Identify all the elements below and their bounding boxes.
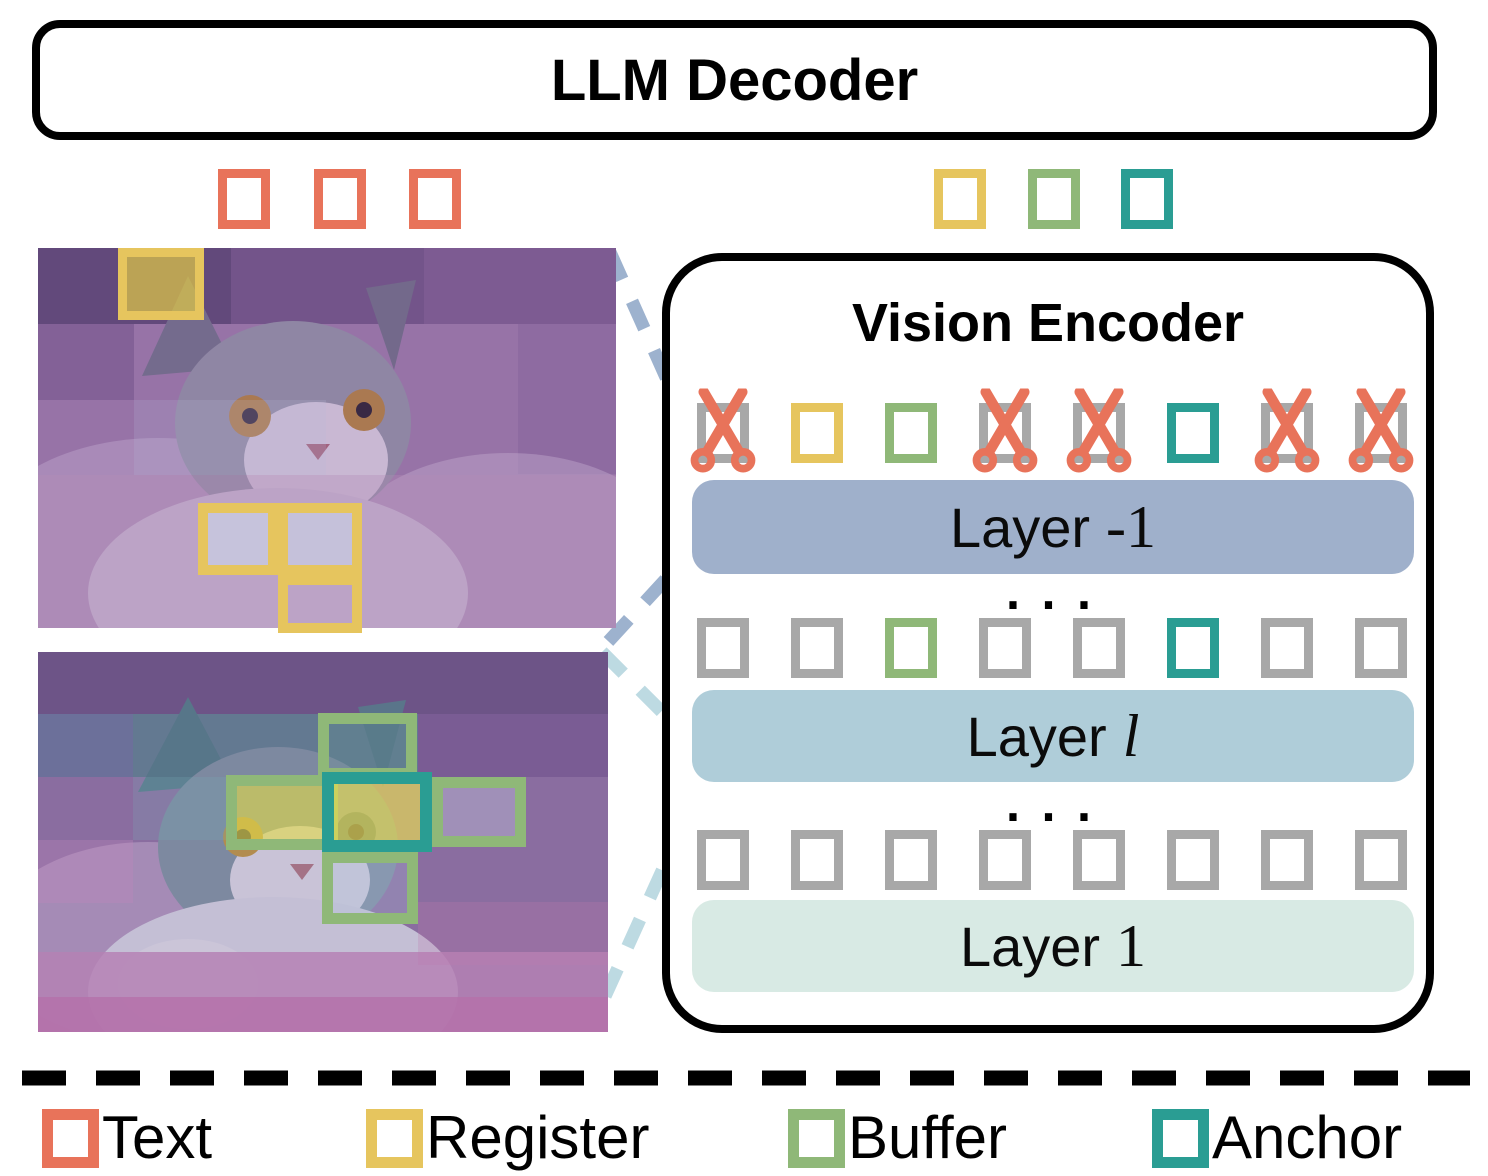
- register-box: [278, 575, 362, 633]
- layer-bar-minus-1: Layer -1: [692, 480, 1414, 574]
- patch-token: [1261, 618, 1313, 678]
- buffer-token-swatch: [788, 1108, 845, 1168]
- patch-token: [791, 618, 843, 678]
- ve-token-row-middle-layer: [697, 616, 1407, 680]
- layer-label: Layer: [949, 495, 1091, 559]
- anchor-token: [1167, 403, 1219, 463]
- buffer-token: [1027, 169, 1080, 229]
- patch-token: [1167, 830, 1219, 890]
- patch-token: [979, 618, 1031, 678]
- text-token: [313, 169, 366, 229]
- register-highlight-box: [118, 248, 204, 320]
- anchor-token: [1121, 169, 1173, 229]
- text-token-swatch: [42, 1108, 99, 1168]
- legend-label: Text: [102, 1104, 213, 1171]
- layer-index: l: [1122, 702, 1140, 769]
- legend-item-text: Text: [42, 1106, 212, 1170]
- layer-index: 1: [1116, 912, 1147, 979]
- legend-item-register: Register: [366, 1106, 649, 1170]
- scissors-icon: [690, 388, 756, 473]
- vision-encoder-title: Vision Encoder: [851, 293, 1245, 353]
- ellipsis: ...: [999, 781, 1107, 832]
- cut-token: [1066, 388, 1132, 473]
- buffer-box: [322, 852, 418, 924]
- text-token: [409, 169, 461, 229]
- cat1-ear: [366, 280, 416, 370]
- patch-token: [791, 830, 843, 890]
- cut-token: [1348, 388, 1414, 473]
- register-token-swatch: [366, 1108, 423, 1168]
- scissors-icon: [1066, 388, 1132, 473]
- patch-token: [885, 830, 937, 890]
- buffer-token: [885, 618, 937, 678]
- layer-index: -1: [1106, 493, 1157, 560]
- legend-label: Buffer: [848, 1104, 1007, 1171]
- legend-item-anchor: Anchor: [1152, 1106, 1402, 1170]
- cut-token: [972, 388, 1038, 473]
- decoder-visual-token-row: [934, 169, 1173, 229]
- patch-token: [1073, 830, 1125, 890]
- ve-token-row-first-layer: [697, 828, 1407, 892]
- llm-decoder-title: LLM Decoder: [550, 47, 919, 113]
- ve-token-row-after-last-layer: [690, 388, 1414, 473]
- ellipsis: ...: [999, 569, 1107, 620]
- buffer-token: [885, 403, 937, 463]
- patch-token: [1355, 830, 1407, 890]
- scissors-icon: [1348, 388, 1414, 473]
- llm-decoder-box: LLM Decoder: [32, 20, 1437, 140]
- layer-bar-1: Layer 1: [692, 900, 1414, 992]
- register-token: [791, 403, 843, 463]
- scissors-icon: [1254, 388, 1320, 473]
- patch-token: [1355, 618, 1407, 678]
- legend-label: Register: [426, 1104, 650, 1171]
- anchor-token: [1167, 618, 1219, 678]
- patch-token: [697, 830, 749, 890]
- cut-token: [1254, 388, 1320, 473]
- patch-token: [1261, 830, 1313, 890]
- cat-image-1: [38, 248, 616, 628]
- register-token: [934, 169, 986, 229]
- legend-label: Anchor: [1212, 1104, 1403, 1171]
- patch-token: [979, 830, 1031, 890]
- text-token: [218, 169, 270, 229]
- layer-label: Layer: [966, 704, 1107, 768]
- layer-bar-l: Layer l: [692, 690, 1414, 782]
- patch-token: [1073, 618, 1125, 678]
- register-box: [198, 503, 278, 575]
- legend-item-buffer: Buffer: [788, 1106, 1007, 1170]
- patch-token: [697, 618, 749, 678]
- anchor-token-swatch: [1152, 1108, 1209, 1168]
- scissors-icon: [972, 388, 1038, 473]
- anchor-box: [322, 772, 432, 852]
- layer-label: Layer: [959, 914, 1101, 978]
- cut-token: [690, 388, 756, 473]
- buffer-box: [432, 777, 526, 847]
- decoder-text-token-row: [218, 169, 461, 229]
- register-box: [278, 503, 362, 575]
- buffer-box: [318, 713, 417, 779]
